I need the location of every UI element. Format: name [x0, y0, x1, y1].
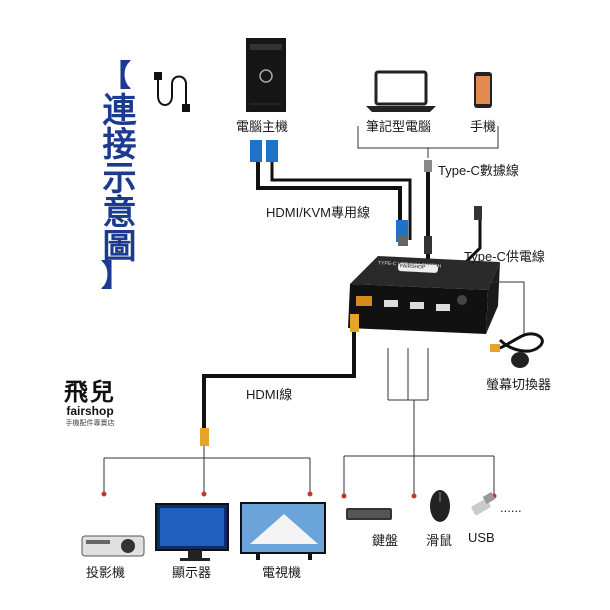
- remote-cable: [488, 281, 525, 336]
- mouse-icon: [430, 490, 450, 522]
- hdmi-kvm-label: HDMI/KVM專用線: [266, 205, 371, 220]
- hdmi-kvm-cable: [256, 160, 402, 240]
- title-open-bracket: 【: [101, 59, 131, 94]
- pc-tower-icon: [246, 38, 286, 112]
- usb-plug-blue: [250, 140, 262, 162]
- tv-icon: [240, 502, 326, 560]
- title-close-bracket: 】: [101, 259, 131, 294]
- cable-icon: [154, 72, 190, 112]
- title-text: 連接示意圖: [96, 92, 136, 262]
- remote-label: 螢幕切換器: [486, 377, 552, 392]
- monitor-icon: [155, 503, 229, 561]
- watermark-logo: 飛兒: [64, 379, 116, 406]
- remote-button: [511, 352, 529, 368]
- pc-label: 電腦主機: [236, 119, 289, 134]
- keyboard-label: 鍵盤: [372, 533, 399, 548]
- usb-label: USB: [468, 530, 495, 545]
- hdmi-label: HDMI線: [246, 387, 293, 402]
- usb-drive-icon: [471, 492, 496, 516]
- typec-power-label: Type-C供電線: [464, 249, 545, 264]
- more-label: ......: [500, 500, 522, 515]
- typec-data-label: Type-C數據線: [438, 163, 519, 178]
- tv-label: 電視機: [262, 565, 302, 580]
- switch-brand: FAIRSHOP: [399, 263, 426, 271]
- watermark-name: fairshop: [66, 404, 114, 418]
- mouse-label: 滑鼠: [426, 533, 453, 548]
- kvm-switch: [348, 256, 500, 334]
- projector-icon: [81, 535, 145, 557]
- laptop-icon: [366, 70, 436, 112]
- keyboard-icon: [346, 508, 392, 520]
- fairshop-watermark: 飛兒 fairshop 手機配件專賣店: [52, 372, 128, 434]
- diagram-title: 【 連接示意圖 】: [92, 62, 140, 292]
- phone-icon: [474, 72, 492, 108]
- projector-label: 投影機: [86, 565, 126, 580]
- monitor-label: 顯示器: [172, 565, 212, 580]
- laptop-label: 筆記型電腦: [366, 119, 432, 134]
- hdmi-cable: [202, 330, 356, 434]
- phone-label: 手機: [470, 119, 497, 134]
- watermark-tagline: 手機配件專賣店: [65, 420, 115, 427]
- hdmi-plug-blue: [266, 140, 278, 162]
